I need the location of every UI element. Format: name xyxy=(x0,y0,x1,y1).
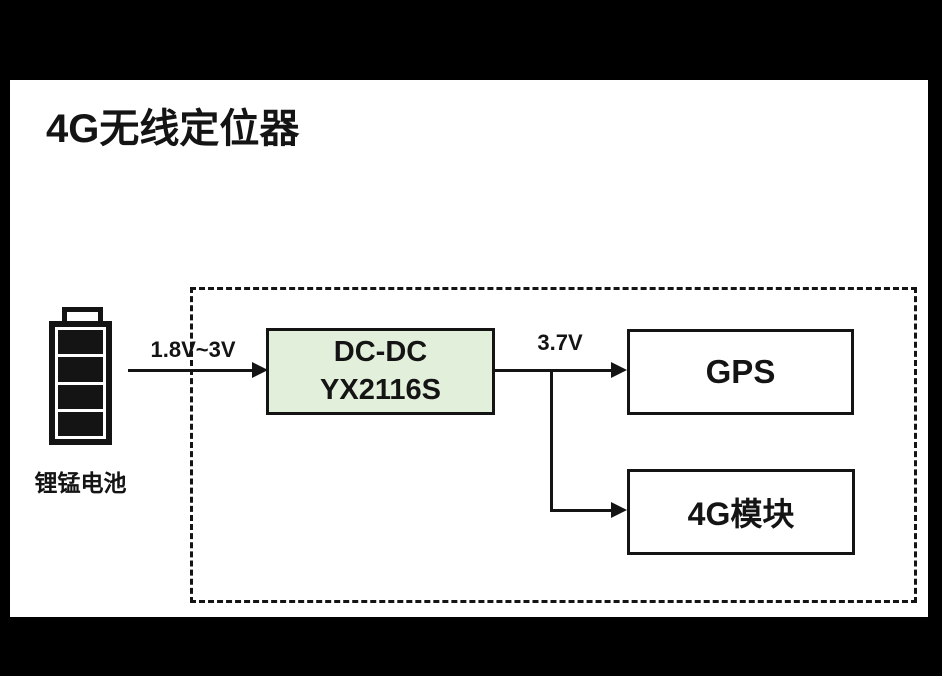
battery-icon xyxy=(49,321,112,445)
4g-module-block: 4G模块 xyxy=(627,469,855,555)
branch-to-4g-line xyxy=(550,509,613,512)
battery-cell xyxy=(58,411,103,436)
battery-label: 锂锰电池 xyxy=(34,470,127,496)
4g-module-label: 4G模块 xyxy=(687,496,795,532)
dcdc-to-gps-line xyxy=(495,369,613,372)
battery-to-dcdc-line xyxy=(128,369,254,372)
arrowhead-icon xyxy=(611,502,627,518)
dcdc-label-line1: DC-DC xyxy=(333,335,428,368)
arrowhead-icon xyxy=(252,362,268,378)
diagram-canvas: 4G无线定位器 锂锰电池 1.8V~3V DC-DC YX2116S 3.7V xyxy=(10,80,928,617)
output-voltage-label: 3.7V xyxy=(537,330,583,355)
input-voltage-label: 1.8V~3V xyxy=(150,337,236,362)
battery-cell xyxy=(58,384,103,409)
battery-cell xyxy=(58,330,103,355)
gps-label: GPS xyxy=(705,353,776,390)
dcdc-label-line2: YX2116S xyxy=(320,373,441,406)
battery-cell xyxy=(58,357,103,382)
page-title: 4G无线定位器 xyxy=(46,107,300,151)
gps-block: GPS xyxy=(627,329,854,415)
device-boundary-dashed-box xyxy=(190,287,917,603)
arrowhead-icon xyxy=(611,362,627,378)
dcdc-converter-block: DC-DC YX2116S xyxy=(266,328,495,415)
branch-vertical-line xyxy=(550,371,553,512)
